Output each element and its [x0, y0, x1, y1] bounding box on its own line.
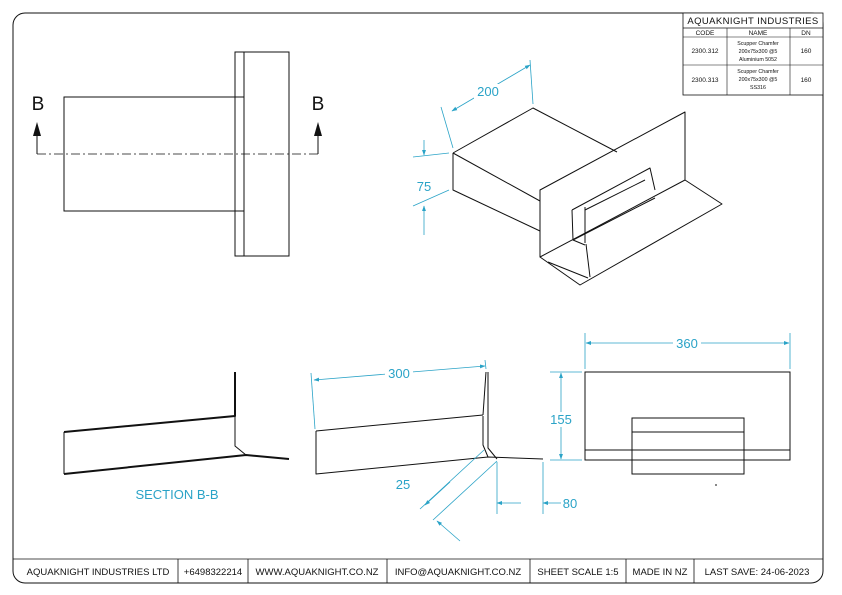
footer-scale: SHEET SCALE 1:5	[537, 567, 618, 578]
title-block-row-dn: 160	[801, 48, 812, 55]
dim-label-bg	[548, 412, 574, 427]
footer-website: WWW.AQUAKNIGHT.CO.NZ	[256, 567, 379, 578]
front-view	[584, 371, 791, 486]
section-arrow-right	[314, 122, 322, 136]
dim-side-length: 300	[388, 366, 410, 381]
section-arrow-left	[33, 122, 41, 136]
title-block-row-name: Scupper Chamfer	[737, 69, 779, 75]
title-block-row-name: Aluminium 5052	[739, 57, 777, 63]
dim-front-height: 155	[550, 412, 572, 427]
dim-chamfer: 25	[396, 477, 410, 492]
dim-flange-depth: 80	[563, 496, 577, 511]
section-marker-left: B	[32, 94, 45, 115]
title-block-row-name: Scupper Chamfer	[737, 41, 779, 47]
dim-front-width: 360	[676, 336, 698, 351]
footer-company: AQUAKNIGHT INDUSTRIES LTD	[27, 567, 170, 578]
title-block-row-code: 2300.313	[691, 77, 718, 84]
title-block-row-dn: 160	[801, 77, 812, 84]
section-marker-right: B	[312, 94, 325, 115]
isometric-view	[452, 107, 723, 286]
title-block-row-name: SS316	[750, 85, 766, 91]
title-block: AQUAKNIGHT INDUSTRIES CODE NAME DN 2300.…	[682, 12, 824, 96]
title-block-name-header: NAME	[749, 30, 768, 37]
side-view	[315, 371, 544, 475]
footer-phone: +6498322214	[184, 567, 242, 578]
dim-label-bg	[385, 366, 413, 381]
dimension-lines	[310, 59, 791, 542]
footer-origin: MADE IN NZ	[633, 567, 688, 578]
section-label: SECTION B-B	[135, 487, 218, 502]
top-view	[36, 51, 319, 257]
dim-label-bg	[673, 336, 701, 351]
section-view	[63, 372, 290, 475]
dim-iso-height: 75	[417, 179, 431, 194]
dim-label-bg	[474, 84, 502, 99]
footer-email: INFO@AQUAKNIGHT.CO.NZ	[395, 567, 521, 578]
dim-iso-width: 200	[477, 84, 499, 99]
title-block-row-name: 200x75x300 @5	[739, 49, 778, 55]
title-block-dn-header: DN	[801, 30, 811, 37]
title-block-row-code: 2300.312	[691, 48, 718, 55]
footer-strip	[13, 558, 823, 583]
footer-last-save: LAST SAVE: 24-06-2023	[705, 567, 810, 578]
sheet-border	[12, 12, 824, 584]
title-block-code-header: CODE	[696, 30, 715, 37]
title-block-company: AQUAKNIGHT INDUSTRIES	[687, 16, 818, 27]
title-block-row-name: 200x75x300 @5	[739, 77, 778, 83]
